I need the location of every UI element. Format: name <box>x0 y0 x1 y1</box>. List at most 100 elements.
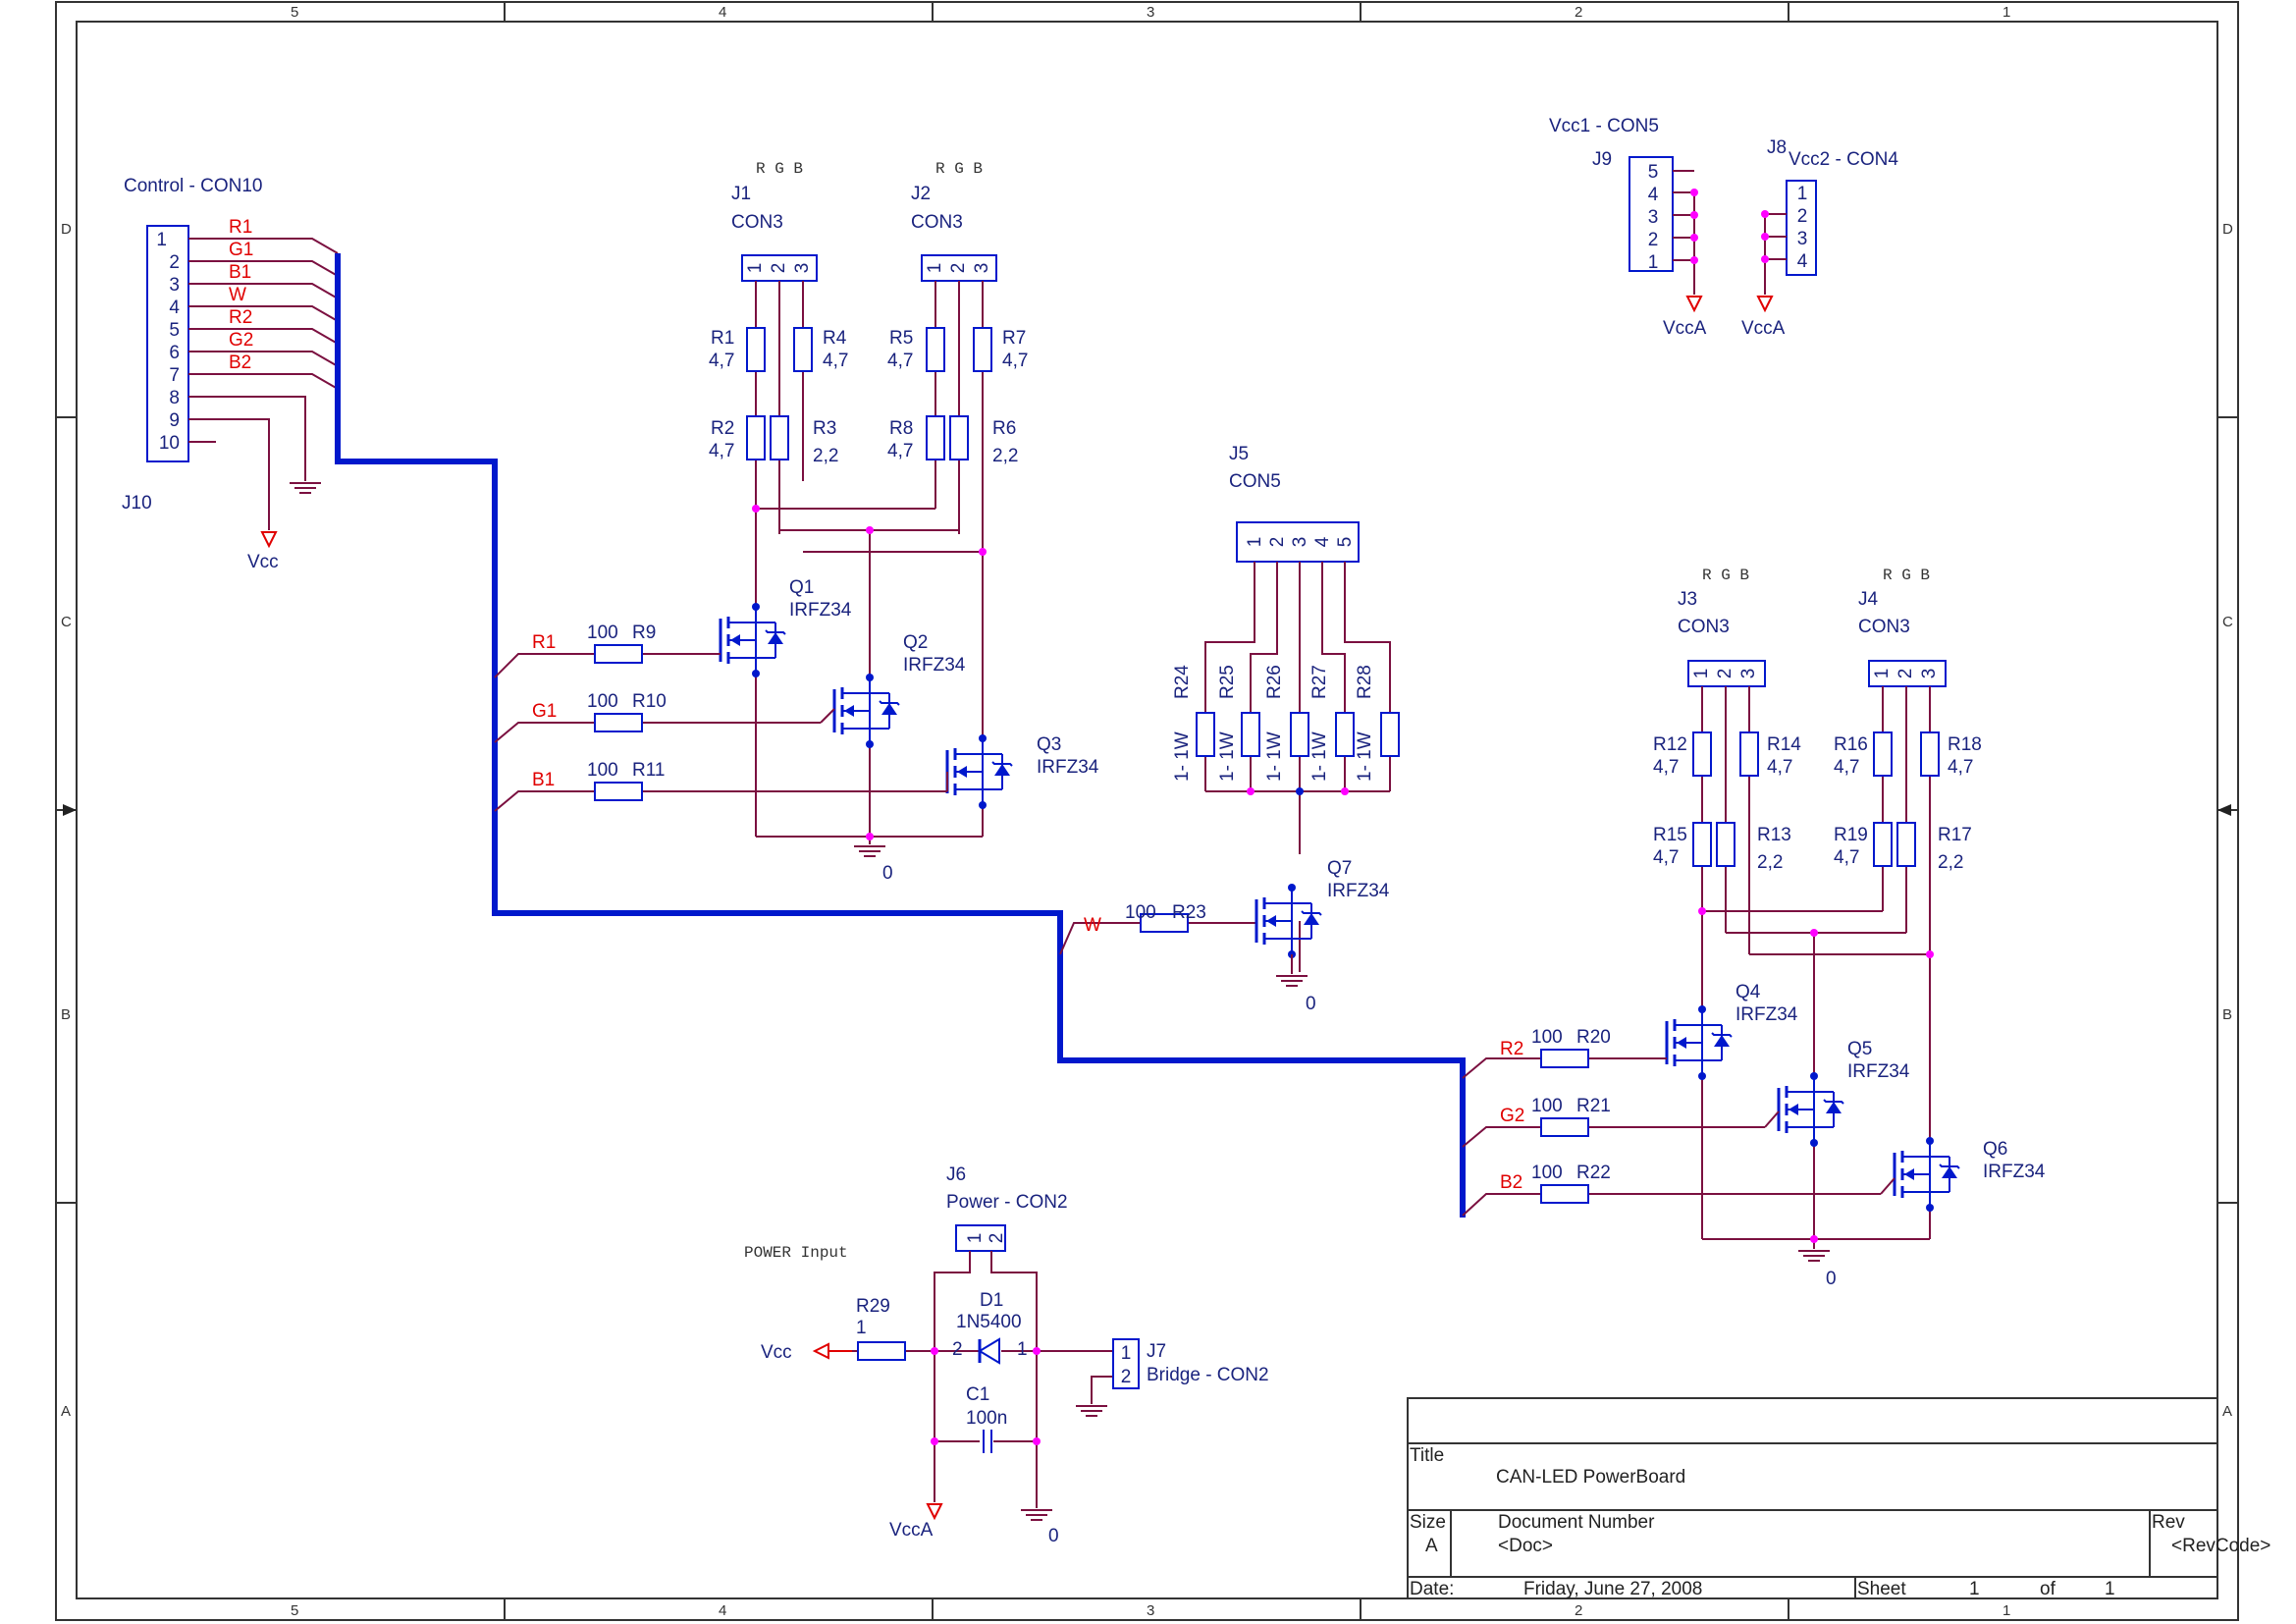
j4-connector: R G B J4 CON3 1 2 3 <box>1858 567 1947 687</box>
power-input: POWER Input J6 Power - CON2 1 2 Vcc R29 … <box>744 1164 1269 1546</box>
resistors-right <box>1692 731 1940 867</box>
net-label: B1 <box>229 262 251 283</box>
resistor-ref: R2 <box>711 418 734 439</box>
resistor-ref: R6 <box>992 418 1016 439</box>
row-label: D <box>2222 221 2233 238</box>
resistor-value: 4,7 <box>1653 757 1679 778</box>
resistor-r21 <box>1540 1117 1589 1137</box>
pin-number: 2 <box>1715 669 1735 679</box>
mosfet-q7 <box>1255 882 1323 960</box>
ground-symbol <box>853 845 886 857</box>
resistor-r22 <box>1540 1184 1589 1204</box>
net-label: R1 <box>229 217 252 238</box>
row-label: A <box>2222 1403 2232 1420</box>
pin-number: 3 <box>972 263 992 274</box>
resistor-ref: R8 <box>889 418 913 439</box>
pin-number: 2 <box>169 252 180 273</box>
of-label: of <box>2040 1579 2056 1599</box>
pin-number: 4 <box>169 298 180 318</box>
pin-number: 1 <box>1797 184 1808 204</box>
resistor-r10 <box>594 713 643 732</box>
mosfet-q5 <box>1777 1070 1845 1149</box>
wires-left-leds <box>755 281 984 844</box>
pin-number: 6 <box>169 343 180 363</box>
j9-connector: Vcc1 - CON5 J9 5 4 3 2 1 VccA <box>1549 116 1707 339</box>
mosfet-ref: Q7 <box>1327 858 1352 879</box>
date-value: Friday, June 27, 2008 <box>1523 1579 1702 1599</box>
power-resistors <box>1140 712 1400 933</box>
resistor-ref: R7 <box>1002 328 1026 349</box>
net-label: R2 <box>1500 1039 1523 1059</box>
rgb-label: R G B <box>1883 567 1930 584</box>
pin-number: 1 <box>1872 669 1893 679</box>
c1-value: 100n <box>966 1408 1007 1429</box>
pin-number: 2 <box>769 263 789 274</box>
col-label: 1 <box>2002 4 2010 21</box>
ground-label: 0 <box>882 863 893 884</box>
resistor-value: 4,7 <box>887 351 913 371</box>
j10-ref: J10 <box>122 493 152 514</box>
power-resistor-value: 1- 1W <box>1309 731 1330 782</box>
col-label: 4 <box>719 4 726 21</box>
resistor-ref: R23 <box>1172 902 1206 923</box>
mosfet-ref: Q4 <box>1735 982 1761 1002</box>
row-label: D <box>61 221 72 238</box>
resistor-value: 4,7 <box>709 441 734 461</box>
size-label: Size <box>1410 1512 1446 1533</box>
mosfet-value: IRFZ34 <box>903 655 966 676</box>
pin-number: 1 <box>965 1233 986 1244</box>
gate-wires-right <box>1462 1057 1896 1217</box>
resistor-value: 100 <box>1125 902 1156 923</box>
net-label: W <box>229 285 246 305</box>
col-label: 2 <box>1575 4 1582 21</box>
resistors-left <box>746 327 992 460</box>
resistor-ref: R11 <box>632 760 665 781</box>
mosfet-q4 <box>1665 1003 1734 1082</box>
rgb-label: R G B <box>1702 567 1749 584</box>
d1-ref: D1 <box>980 1290 1003 1311</box>
mosfet-ref: Q2 <box>903 632 928 653</box>
docnum-label: Document Number <box>1498 1512 1655 1533</box>
net-label: G2 <box>1500 1106 1524 1126</box>
pin-number: 3 <box>1648 207 1659 228</box>
pin-number: 2 <box>948 263 969 274</box>
net-label: B1 <box>532 770 555 790</box>
pin-number: 3 <box>1919 669 1940 679</box>
pin-number: 3 <box>1797 229 1808 249</box>
net-label: R2 <box>229 307 252 328</box>
resistor-value: 4,7 <box>1948 757 1973 778</box>
power-section-label: POWER Input <box>744 1244 848 1262</box>
j9-title: Vcc1 - CON5 <box>1549 116 1659 136</box>
document-title: CAN-LED PowerBoard <box>1496 1467 1685 1488</box>
sheets-value: 1 <box>2105 1579 2115 1599</box>
resistor-value: 100 <box>1531 1163 1563 1183</box>
d1-pin: 1 <box>1017 1339 1028 1360</box>
resistor-ref: R20 <box>1576 1027 1611 1048</box>
wires-right-leds <box>1701 686 1931 1249</box>
power-resistor-ref: R28 <box>1355 665 1375 699</box>
j8-title: Vcc2 - CON4 <box>1789 149 1898 170</box>
mosfet-value: IRFZ34 <box>1983 1162 2046 1182</box>
j8-connector: J8 Vcc2 - CON4 1 2 3 4 VccA <box>1741 137 1898 339</box>
resistor-ref: R15 <box>1653 825 1687 845</box>
resistor-value: 4,7 <box>1002 351 1028 371</box>
rgb-label: R G B <box>935 160 983 178</box>
j6-ref: J6 <box>946 1164 966 1185</box>
j1-ref: J1 <box>731 184 751 204</box>
row-label: B <box>61 1006 71 1023</box>
resistor-ref: R13 <box>1757 825 1791 845</box>
ground-symbol <box>1797 1250 1831 1262</box>
net-label: G1 <box>229 240 253 260</box>
resistor-value: 4,7 <box>1767 757 1792 778</box>
rgb-label: R G B <box>756 160 803 178</box>
c1-ref: C1 <box>966 1384 989 1405</box>
pin-number: 2 <box>987 1233 1007 1244</box>
pin-number: 8 <box>169 388 180 408</box>
pin-number: 1 <box>1245 537 1265 548</box>
date-label: Date: <box>1410 1579 1454 1599</box>
resistor-r9 <box>594 644 643 664</box>
row-label: C <box>2222 614 2233 630</box>
pin-number: 1 <box>1121 1343 1132 1364</box>
vcca-label: VccA <box>1741 318 1786 339</box>
docnum-value: <Doc> <box>1498 1536 1553 1556</box>
